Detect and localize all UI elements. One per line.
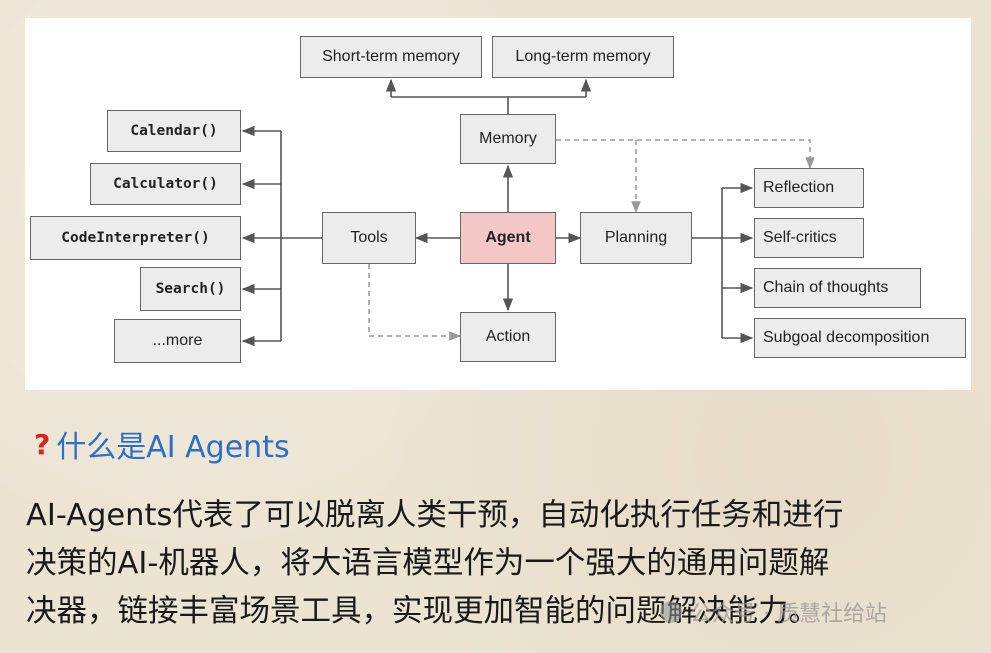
diagram-connectors	[241, 78, 815, 347]
question-mark-icon: ?	[34, 427, 51, 461]
planning-node: Planning	[580, 212, 692, 264]
dashed-tools-action	[368, 264, 462, 341]
more-node: ...more	[114, 319, 241, 363]
chain-of-thoughts-node: Chain of thoughts	[754, 268, 921, 308]
agent-diagram: Short-term memory Long-term memory Memor…	[25, 18, 971, 390]
calendar-node: Calendar()	[107, 110, 241, 152]
long-term-memory-node: Long-term memory	[492, 36, 674, 78]
search-node: Search()	[140, 267, 241, 311]
body-line-1: AI-Agents代表了可以脱离人类干预，自动化执行任务和进行	[26, 498, 844, 533]
tools-node: Tools	[322, 212, 416, 264]
watermark: 公众号 · 质慧社给站	[660, 596, 887, 628]
subgoal-decomposition-node: Subgoal decomposition	[754, 318, 966, 358]
reflection-node: Reflection	[754, 168, 864, 208]
memory-node: Memory	[460, 114, 556, 164]
agent-node: Agent	[460, 212, 556, 264]
body-line-2: 决策的AI-机器人，将大语言模型作为一个强大的通用问题解	[26, 546, 830, 581]
body-line-3: 决器，链接丰富场景工具，实现更加智能的问题解决能力。	[26, 594, 819, 629]
heading-text: 什么是AI Agents	[56, 430, 290, 465]
watermark-text: 公众号 · 质慧社给站	[690, 602, 887, 627]
self-critics-node: Self-critics	[754, 218, 864, 258]
section-heading: ? 什么是AI Agents	[34, 422, 290, 466]
action-node: Action	[460, 312, 556, 362]
wechat-icon	[660, 601, 682, 623]
code-interpreter-node: CodeInterpreter()	[30, 216, 241, 260]
dashed-memory-reflection	[556, 139, 815, 170]
short-term-memory-node: Short-term memory	[300, 36, 482, 78]
body-paragraph: AI-Agents代表了可以脱离人类干预，自动化执行任务和进行 决策的AI-机器…	[26, 492, 966, 636]
calculator-node: Calculator()	[90, 163, 241, 205]
